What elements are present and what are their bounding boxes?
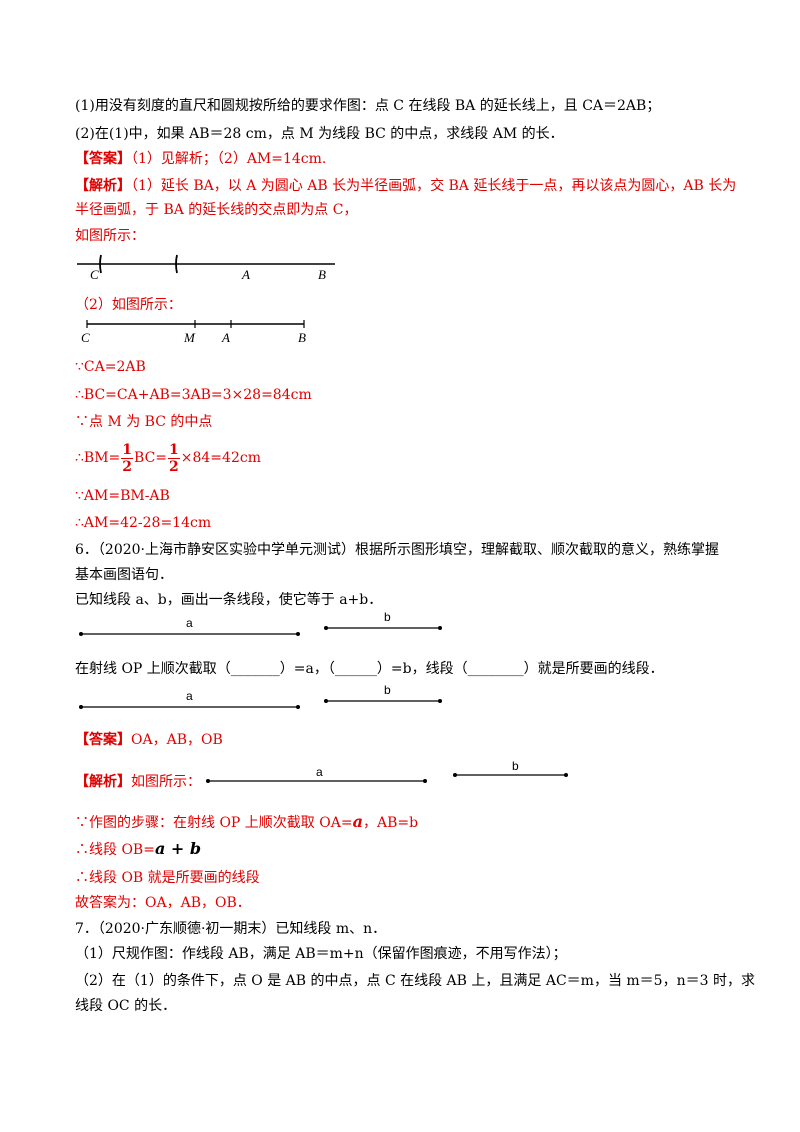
q5-analysis-line2: 半径画弧，于 BA 的延长线的交点即为点 C， xyxy=(75,202,358,218)
q6-conclusion: 故答案为：OA，AB，OB． xyxy=(75,895,251,911)
step1-prefix: ∵作图的步骤：在射线 OP 上顺次截取 OA= xyxy=(75,815,353,831)
q6-step3: ∴线段 OB 就是所要画的线段 xyxy=(75,870,260,886)
arc-mark-c xyxy=(99,254,102,274)
step1-suffix: ，AB=b xyxy=(362,815,419,831)
q5-step3: ∵点 M 为 BC 的中点 xyxy=(75,414,213,430)
q5-part2: (2)在(1)中，如果 AB＝28 cm，点 M 为线段 BC 的中点，求线段 … xyxy=(75,126,564,142)
q5-answer: 【答案】（1）见解析；（2）AM=14cm. xyxy=(75,150,326,168)
fraction-denominator: 2 xyxy=(122,458,133,475)
step4-mid: BC= xyxy=(134,450,168,466)
q7-part2-line1: （2）在（1）的条件下，点 O 是 AB 的中点，点 C 在线段 AB 上，且满… xyxy=(75,973,755,989)
fraction-denominator-2: 2 xyxy=(169,458,179,475)
segment-a3-start-dot xyxy=(206,779,210,783)
q6-title-cont: 基本画图语句． xyxy=(75,567,173,583)
step2-prefix: ∴线段 OB= xyxy=(75,842,155,858)
segment-a3-end-dot xyxy=(423,779,427,783)
q5-analysis-line1: 【解析】（1）延长 BA，以 A 为圆心 AB 长为半径画弧，交 BA 延长线于… xyxy=(75,177,736,195)
q5-part1: (1)用没有刻度的直尺和圆规按所给的要求作图：点 C 在线段 BA 的延长线上，… xyxy=(75,98,661,114)
fraction-numerator: 1 xyxy=(121,441,134,459)
label-a: A xyxy=(241,267,250,282)
label-b: B xyxy=(318,267,326,282)
q7-part1: （1）尺规作图：作线段 AB，满足 AB＝m+n（保留作图痕迹，不用写作法）； xyxy=(75,946,567,962)
label-seg-b-3: b xyxy=(512,759,519,773)
step4-suffix: ×84=42cm xyxy=(180,450,261,466)
q7-title: 7．（2020·广东顺德·初一期末）已知线段 m、n． xyxy=(75,921,387,937)
segment-a-end-dot xyxy=(296,632,300,636)
label-seg-a-3: a xyxy=(316,765,323,779)
q6-step2: ∴线段 OB=a + b xyxy=(75,840,201,859)
segment-b-end-dot xyxy=(438,626,442,630)
segment-b2-end-dot xyxy=(438,699,442,703)
label-seg-a-2: a xyxy=(186,689,193,703)
q6-given: 已知线段 a、b，画出一条线段，使它等于 a+b． xyxy=(75,592,383,608)
label-b-2: B xyxy=(298,330,306,345)
q7-part2-line2: 线段 OC 的长． xyxy=(75,998,177,1014)
label-c: C xyxy=(90,267,99,282)
segment-b-start-dot xyxy=(324,626,328,630)
analysis-tag: 【解析】 xyxy=(75,774,131,790)
answer-tag: 【答案】 xyxy=(75,151,131,167)
q5-step6: ∴AM=42-28=14cm xyxy=(75,515,212,531)
q5-part2-caption: （2）如图所示： xyxy=(75,297,182,313)
analysis-tag: 【解析】 xyxy=(75,178,131,194)
q6-answer: 【答案】OA，AB，OB xyxy=(75,731,223,749)
label-seg-b: b xyxy=(384,610,391,624)
segment-b3-start-dot xyxy=(453,773,457,777)
segment-b3-end-dot xyxy=(564,773,568,777)
analysis-text: 如图所示： xyxy=(131,774,201,790)
answer-tag: 【答案】 xyxy=(75,732,131,748)
q6-analysis: 【解析】如图所示： xyxy=(75,773,201,791)
label-m: M xyxy=(183,330,196,345)
label-seg-b-2: b xyxy=(384,683,391,697)
q5-step1: ∵CA=2AB xyxy=(75,359,146,375)
q5-step5: ∵AM=BM-AB xyxy=(75,488,170,504)
step4-prefix: ∴BM= xyxy=(75,450,121,466)
q6-fill-text: 在射线 OP 上顺次截取（_______）=a，（______）=b，线段（__… xyxy=(75,661,664,677)
label-c-2: C xyxy=(81,330,90,345)
label-seg-a: a xyxy=(186,616,193,630)
segment-a2-end-dot xyxy=(296,705,300,709)
segment-b2-start-dot xyxy=(324,699,328,703)
arc-mark-mid xyxy=(175,254,178,274)
q5-figure-caption: 如图所示： xyxy=(75,228,145,244)
label-a-2: A xyxy=(221,330,230,345)
segment-a2-start-dot xyxy=(79,705,83,709)
fraction-numerator-2: 1 xyxy=(168,441,180,459)
step2-expression: a + b xyxy=(154,839,202,858)
segment-a-start-dot xyxy=(79,632,83,636)
answer-text: OA，AB，OB xyxy=(131,732,223,748)
analysis-text: （1）延长 BA，以 A 为圆心 AB 长为半径画弧，交 BA 延长线于一点，再… xyxy=(131,178,737,194)
answer-text: （1）见解析；（2）AM=14cm. xyxy=(131,151,327,167)
q6-step1: ∵作图的步骤：在射线 OP 上顺次截取 OA=a，AB=b xyxy=(75,813,418,832)
q6-title: 6．（2020·上海市静安区实验中学单元测试）根据所示图形填空，理解截取、顺次截… xyxy=(75,542,719,558)
q5-step2: ∴BC=CA+AB=3AB=3×28=84cm xyxy=(75,387,312,403)
step1-variable: a xyxy=(352,812,363,831)
